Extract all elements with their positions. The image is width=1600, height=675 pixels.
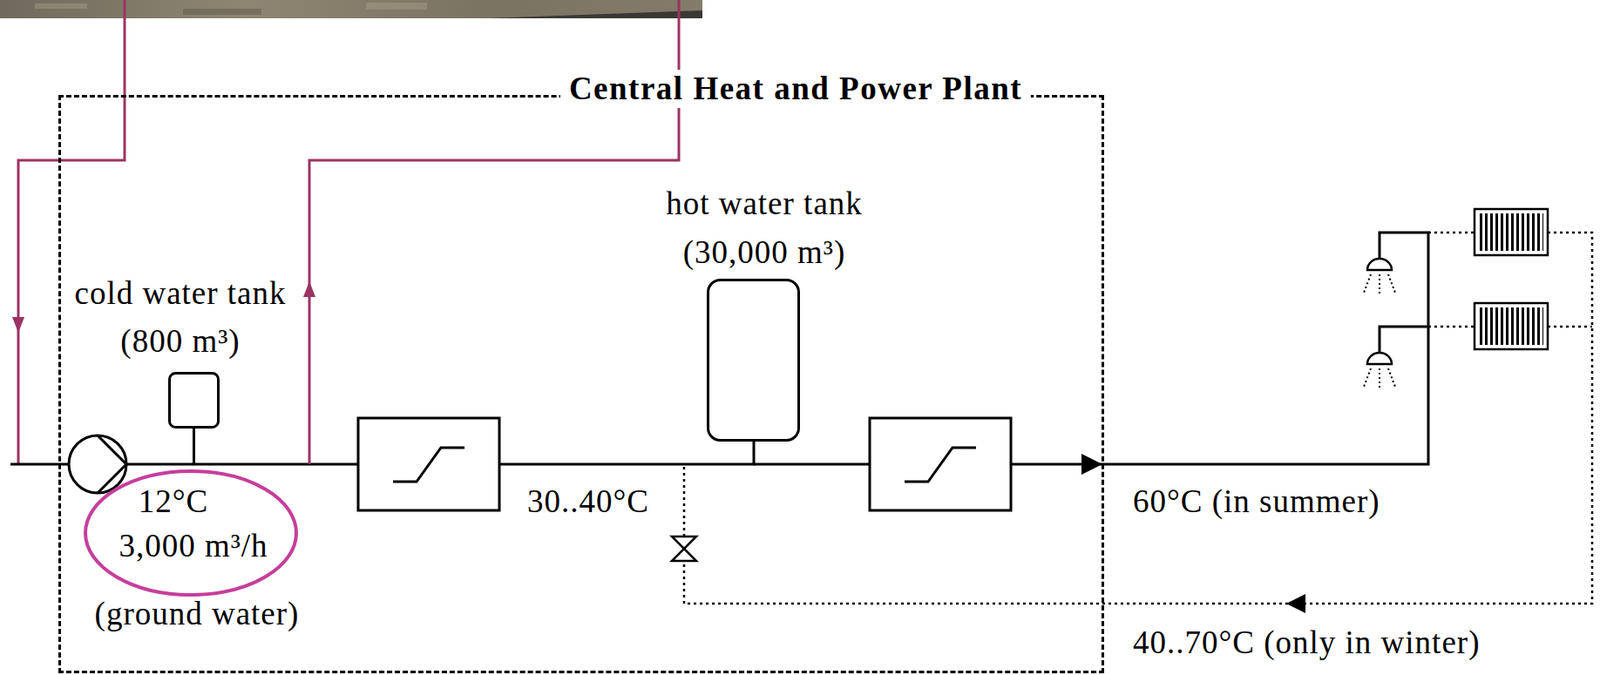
node-text: 12°C <box>138 482 209 522</box>
node-text: cold water tank <box>74 274 286 313</box>
photo-strip <box>0 0 703 19</box>
cold-water-tank: cold water tank (800 m³) <box>61 270 314 429</box>
main-pipe <box>1379 326 1429 353</box>
highlight-ellipse: 12°C 3,000 m³/h <box>83 469 299 597</box>
node-text: 3,000 m³/h <box>118 527 268 566</box>
photo-texture <box>34 3 88 9</box>
main-pipe <box>753 232 1429 465</box>
heat-exchanger-symbol <box>904 447 977 482</box>
hot-water-tank: hot water tank (30,000 m³) <box>644 183 885 442</box>
tank-outline <box>169 373 219 428</box>
tank-shape <box>706 278 800 442</box>
tank-outline <box>708 280 800 441</box>
shower-spray <box>1363 368 1396 389</box>
radiator-fins <box>1478 307 1544 346</box>
temperature-label: 30..40°C <box>527 482 650 522</box>
heat-exchanger-symbol <box>393 447 465 482</box>
shower-spray <box>1363 274 1396 295</box>
photo-texture <box>183 8 262 15</box>
flow-arrow <box>303 281 316 298</box>
source-note: (ground water) <box>94 595 300 634</box>
temperature-label: 60°C (in summer) <box>1132 482 1381 522</box>
node-text: (800 m³) <box>120 322 240 361</box>
temperature-label: 40..70°C (only in winter) <box>1132 623 1480 663</box>
radiator <box>1474 209 1548 256</box>
tank-shape <box>168 372 220 429</box>
node-text: hot water tank <box>665 184 863 224</box>
heat-exchanger <box>869 418 1011 511</box>
heat-exchanger <box>358 418 500 511</box>
plant-boundary: Central Heat and Power Plantcold water t… <box>58 94 1105 674</box>
shower-head <box>1367 258 1392 271</box>
shower-head <box>1367 352 1392 365</box>
flow-arrow <box>1081 454 1103 475</box>
valve-symbol <box>671 536 697 562</box>
cooling-pipe <box>18 0 125 465</box>
radiator <box>1474 303 1548 350</box>
flow-arrow <box>1286 594 1306 614</box>
node-text: (30,000 m³) <box>683 233 847 272</box>
radiator-fins <box>1478 213 1544 251</box>
return-pipe <box>684 232 1593 604</box>
ellipse-outline <box>85 471 297 596</box>
flow-arrow <box>12 317 25 333</box>
photo-pipe <box>488 10 703 19</box>
pump-symbol <box>68 435 127 494</box>
plant-title: Central Heat and Power Plant <box>560 69 1031 109</box>
photo-texture <box>366 2 428 10</box>
